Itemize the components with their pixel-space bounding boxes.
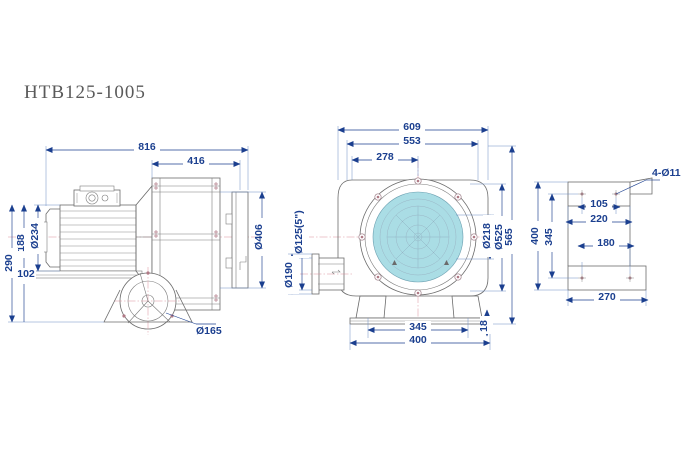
dim-565-label: 565 xyxy=(503,228,515,246)
dim-plan-180-label: 180 xyxy=(597,237,615,249)
dimension-278: 278 xyxy=(351,151,419,180)
dimension-plan-220: 220 xyxy=(565,206,633,228)
note-4-d11-label: 4-Ø11 xyxy=(652,167,681,179)
dim-290-label: 290 xyxy=(3,254,15,272)
dim-d525-label: Ø525 xyxy=(493,224,505,250)
dim-188-label: 188 xyxy=(15,234,27,252)
fan-base-feet xyxy=(349,295,491,325)
dimension-d165: Ø165 xyxy=(165,312,222,337)
dimension-816: 816 xyxy=(45,140,249,206)
dimension-565: 565 xyxy=(488,145,519,325)
dimension-d190: Ø190 xyxy=(283,253,312,295)
dimension-416: 416 xyxy=(151,155,241,190)
dim-345-label: 345 xyxy=(409,321,427,333)
dimension-290: 290 xyxy=(3,204,104,323)
dimension-345: 345 xyxy=(367,318,469,338)
page-title: HTB125-1005 xyxy=(24,82,146,103)
dimension-plan-105: 105 xyxy=(577,198,621,214)
front-elevation-view: 609 553 278 xyxy=(283,121,519,350)
dim-d218-label: Ø218 xyxy=(481,223,493,249)
base-plan-view: 4-Ø11 400 345 xyxy=(529,167,681,306)
dim-102-label: 102 xyxy=(17,268,35,280)
dim-d234-label: Ø234 xyxy=(29,223,41,249)
dim-609-label: 609 xyxy=(403,121,421,133)
discharge-stub xyxy=(225,191,249,289)
dim-416-label: 416 xyxy=(187,155,205,167)
dimension-188: 188 xyxy=(15,204,30,279)
side-elevation-view: 816 416 Ø234 xyxy=(3,140,269,337)
dim-d190-label: Ø190 xyxy=(283,262,295,288)
dimension-609: 609 xyxy=(337,121,489,180)
dim-d165-label: Ø165 xyxy=(196,325,222,337)
dim-278-label: 278 xyxy=(376,151,394,163)
dimension-d125: Ø125(5") xyxy=(293,206,312,291)
note-4-d11: 4-Ø11 xyxy=(615,167,681,195)
dim-d406-label: Ø406 xyxy=(253,224,265,250)
dimension-18: 18 xyxy=(478,309,493,337)
dimension-plan-180: 180 xyxy=(577,237,635,274)
dim-400-label: 400 xyxy=(409,334,427,346)
dim-plan-345-label: 345 xyxy=(543,228,555,246)
dimension-102: 102 xyxy=(16,268,36,322)
dimension-400: 400 xyxy=(349,324,491,350)
motor-body xyxy=(39,204,137,272)
inlet-bell xyxy=(103,267,193,335)
outlet-duct xyxy=(300,253,352,295)
dimension-d234: Ø234 xyxy=(29,204,60,272)
dim-plan-270-label: 270 xyxy=(598,291,616,303)
motor-terminal-box xyxy=(73,185,121,207)
dimension-d218: Ø218 xyxy=(456,214,497,260)
dim-553-label: 553 xyxy=(403,135,421,147)
dimension-d406: Ø406 xyxy=(220,191,269,289)
fan-casing xyxy=(337,177,489,297)
dimension-plan-400: 400 xyxy=(529,181,568,291)
base-bottom-plate xyxy=(567,265,647,291)
dim-plan-400-label: 400 xyxy=(529,227,541,245)
dim-plan-220-label: 220 xyxy=(590,213,608,225)
dim-816-label: 816 xyxy=(138,141,156,153)
dimension-plan-345: 345 xyxy=(543,193,578,279)
dimension-plan-270: 270 xyxy=(565,290,649,306)
dim-d125-label: Ø125(5") xyxy=(293,210,305,254)
dim-plan-105-label: 105 xyxy=(590,198,608,210)
dimension-553: 553 xyxy=(346,135,479,180)
motor-base xyxy=(29,270,143,279)
dim-18-label: 18 xyxy=(478,320,490,332)
